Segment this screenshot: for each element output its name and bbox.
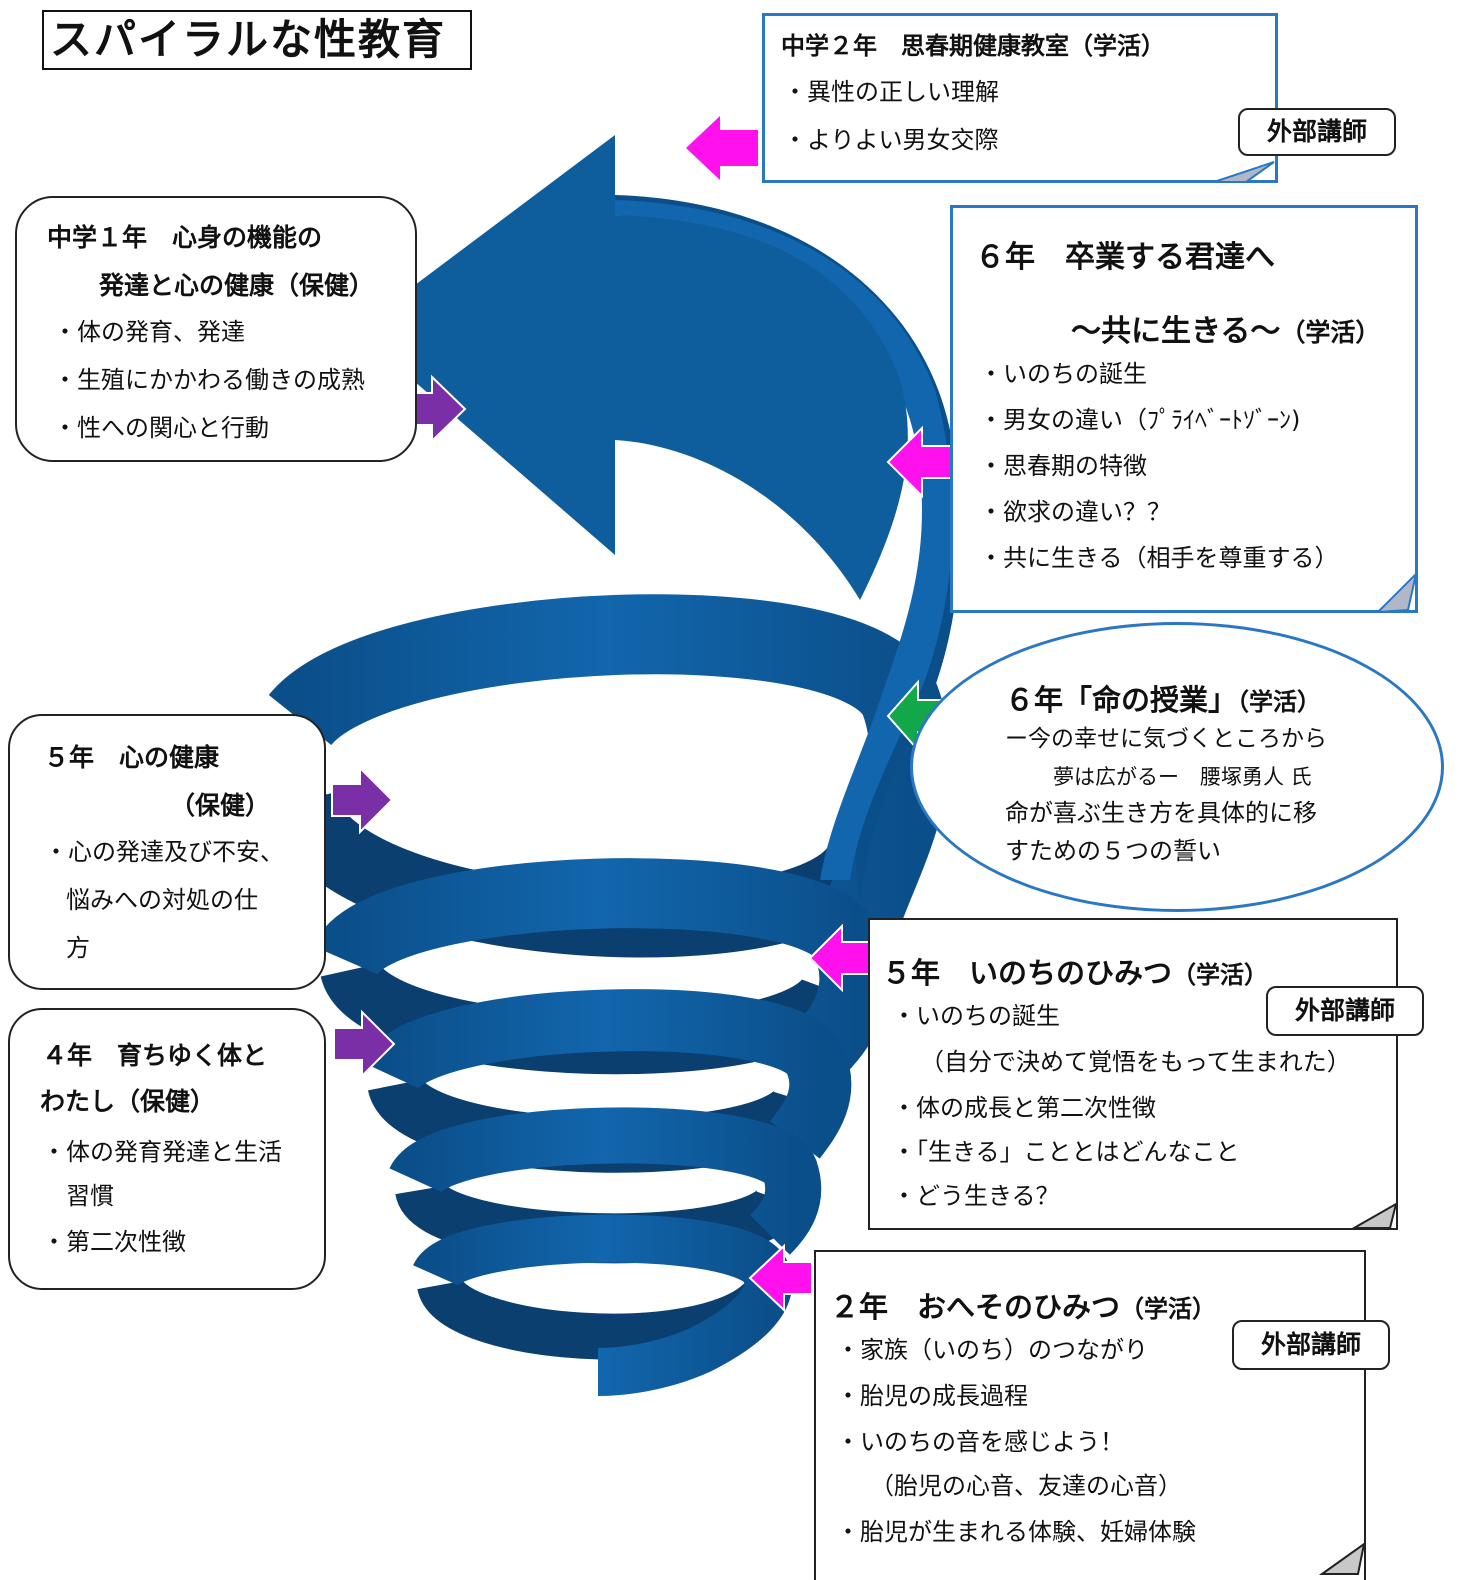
g5b-page-curl — [1350, 1201, 1398, 1229]
jr1-item-3: ・性への関心と行動 — [53, 414, 269, 442]
g6a-item-4: ・欲求の違い？？ — [979, 498, 1171, 526]
coil-front-1 — [268, 594, 950, 934]
coil-front-4 — [389, 1107, 822, 1255]
jr1-heading-2: 発達と心の健康（保健） — [99, 271, 375, 300]
spiral-coils — [265, 594, 950, 1396]
g6a-heading-2-suffix: （学活） — [1280, 318, 1381, 347]
g4-item-2: 習慣 — [66, 1182, 114, 1210]
g5a-item-1: ・心の発達及び不安、 — [44, 838, 284, 866]
g2-item-1: ・家族（いのち）のつながり — [836, 1336, 1148, 1364]
g2-item-5: ・胎児が生まれる体験、妊婦体験 — [836, 1518, 1196, 1546]
g4-item-3: ・第二次性徴 — [42, 1228, 186, 1256]
arrow-g4 — [333, 1009, 396, 1079]
g5b-item-1: ・いのちの誕生 — [892, 1002, 1060, 1030]
g6b-line-2: 夢は広がるー 腰塚勇人 氏 — [1053, 765, 1312, 789]
g5b-item-3: ・体の成長と第二次性徴 — [892, 1094, 1156, 1122]
g6a-heading-2-group: ～共に生きる～（学活） — [1071, 306, 1380, 350]
g2-item-2: ・胎児の成長過程 — [836, 1382, 1028, 1410]
jr1-heading-1: 中学１年 心身の機能の — [47, 223, 323, 252]
g4-item-1: ・体の発育発達と生活 — [42, 1138, 282, 1166]
box-jr-high-1: 中学１年 心身の機能の 発達と心の健康（保健） ・体の発育、発達 ・生殖にかかわ… — [15, 196, 417, 462]
arrow-g6a — [886, 425, 953, 499]
g6b-line-1: ー今の幸せに気づくところから — [1005, 726, 1327, 752]
box-grade6-graduation: ６年 卒業する君達へ ～共に生きる～（学活） ・いのちの誕生 ・男女の違い（ﾌﾟ… — [950, 205, 1418, 613]
g5a-heading-1: ５年 心の健康 — [44, 743, 220, 772]
g6a-heading-2: ～共に生きる～ — [1071, 314, 1281, 349]
g5b-heading-suffix: （学活） — [1172, 961, 1269, 989]
arrow-g2 — [748, 1243, 813, 1313]
page-title: スパイラルな性教育 — [42, 10, 472, 70]
g5b-item-4: ・「生きる」こととはどんなこと — [892, 1138, 1240, 1166]
g5a-item-3: 方 — [66, 934, 90, 962]
g5b-heading-group: ５年 いのちのひみつ（学活） — [882, 950, 1268, 992]
g6a-heading-1: ６年 卒業する君達へ — [975, 240, 1275, 275]
g6a-page-curl — [1375, 570, 1418, 614]
jr2-heading: 中学２年 思春期健康教室（学活） — [781, 32, 1165, 60]
g5a-heading-2: （保健） — [170, 791, 271, 820]
box-grade5-life-secret: ５年 いのちのひみつ（学活） ・いのちの誕生 （自分で決めて覚悟をもって生まれた… — [868, 918, 1398, 1230]
g2-item-3: ・いのちの音を感じよう！ — [836, 1428, 1124, 1456]
g6b-heading-suffix: （学活） — [1237, 688, 1322, 716]
g2-heading: ２年 おへそのひみつ — [830, 1290, 1121, 1324]
box-grade4-growing-body: ４年 育ちゆく体と わたし（保健） ・体の発育発達と生活 習慣 ・第二次性徴 — [8, 1008, 326, 1290]
arrow-g5a — [331, 765, 394, 835]
jr2-item-2: ・よりよい男女交際 — [783, 126, 999, 154]
arrow-jr2 — [686, 116, 758, 180]
g5b-item-5: ・どう生きる？ — [892, 1182, 1060, 1210]
pointer-arrows — [331, 116, 953, 1313]
jr2-badge-external-lecturer: 外部講師 — [1238, 108, 1396, 156]
jr1-item-1: ・体の発育、発達 — [53, 318, 245, 346]
box-grade2-navel-secret: ２年 おへそのひみつ（学活） ・家族（いのち）のつながり ・胎児の成長過程 ・い… — [814, 1250, 1366, 1580]
box-grade6-life-lesson: ６年「命の授業」（学活） ー今の幸せに気づくところから 夢は広がるー 腰塚勇人 … — [910, 622, 1444, 912]
g5b-heading: ５年 いのちのひみつ — [882, 956, 1173, 990]
g6b-line-3: 命が喜ぶ生き方を具体的に移 — [1005, 799, 1317, 827]
g4-heading-2: わたし（保健） — [40, 1087, 216, 1116]
g5b-item-2: （自分で決めて覚悟をもって生まれた） — [920, 1048, 1351, 1076]
g2-heading-suffix: （学活） — [1120, 1295, 1217, 1323]
jr2-item-1: ・異性の正しい理解 — [783, 78, 999, 106]
arrow-head-shape — [355, 135, 908, 600]
jr1-item-2: ・生殖にかかわる働きの成熟 — [53, 366, 365, 394]
g6a-item-3: ・思春期の特徴 — [979, 452, 1147, 480]
box-grade5-mental-health: ５年 心の健康 （保健） ・心の発達及び不安、 悩みへの対処の仕 方 — [8, 714, 326, 990]
coil-front-3 — [361, 989, 852, 1159]
g6b-line-4: すための５つの誓い — [1005, 837, 1221, 865]
g5b-badge-external-lecturer: 外部講師 — [1266, 986, 1424, 1036]
g2-item-4: （胎児の心音、友達の心音） — [870, 1472, 1182, 1500]
g5a-item-2: 悩みへの対処の仕 — [66, 886, 258, 914]
g4-heading-1: ４年 育ちゆく体と — [42, 1041, 268, 1070]
box-jr-high-2: 中学２年 思春期健康教室（学活） ・異性の正しい理解 ・よりよい男女交際 — [762, 13, 1278, 183]
g2-page-curl — [1318, 1541, 1366, 1575]
g2-badge-external-lecturer: 外部講師 — [1232, 1320, 1390, 1370]
coil-front-2 — [312, 858, 890, 1075]
g2-heading-group: ２年 おへそのひみつ（学活） — [830, 1284, 1216, 1326]
arrow-g5b — [808, 923, 871, 993]
g6b-heading-group: ６年「命の授業」（学活） — [1005, 677, 1321, 719]
jr2-page-curl — [1213, 161, 1275, 183]
g6b-heading: ６年「命の授業」 — [1005, 683, 1238, 717]
g6a-item-1: ・いのちの誕生 — [979, 360, 1147, 388]
g6a-item-5: ・共に生きる（相手を尊重する） — [979, 544, 1339, 572]
g6a-item-2: ・男女の違い（ﾌﾟﾗｲﾍﾞｰﾄｿﾞｰﾝ) — [979, 406, 1301, 434]
